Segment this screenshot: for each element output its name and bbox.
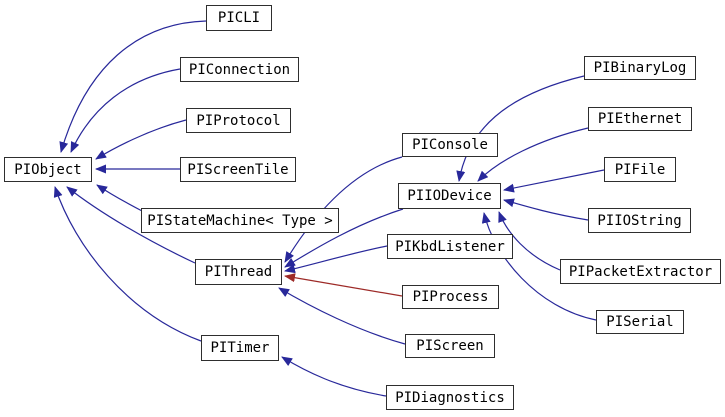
node-piscreentile[interactable]: PIScreenTile bbox=[180, 157, 296, 182]
edge-piiodevice-pithread bbox=[284, 208, 404, 268]
node-pikbdlistener[interactable]: PIKbdListener bbox=[387, 234, 513, 259]
node-piconnection[interactable]: PIConnection bbox=[180, 57, 299, 82]
edge-piiostring-piiodevice bbox=[503, 198, 589, 221]
edge-pitimer-piobject bbox=[53, 186, 202, 342]
edge-piserial-piiodevice bbox=[481, 212, 597, 321]
node-piiostring[interactable]: PIIOString bbox=[588, 208, 691, 233]
node-piethernet[interactable]: PIEthernet bbox=[588, 107, 692, 131]
edge-pistatemachine-piobject bbox=[96, 184, 145, 213]
node-pidiagnostics[interactable]: PIDiagnostics bbox=[386, 385, 514, 410]
node-pithread[interactable]: PIThread bbox=[195, 259, 282, 285]
node-picli[interactable]: PICLI bbox=[206, 5, 272, 31]
node-piserial[interactable]: PISerial bbox=[596, 310, 684, 334]
edge-picli-piobject bbox=[59, 20, 207, 153]
node-piiodevice[interactable]: PIIODevice bbox=[398, 183, 501, 209]
edge-pidiagnostics-pitimer bbox=[281, 356, 387, 397]
node-piprocess[interactable]: PIProcess bbox=[402, 285, 499, 309]
edge-pifile-piiodevice bbox=[503, 169, 605, 193]
edge-pipacketextractor-piiodevice bbox=[498, 211, 561, 271]
node-piprotocol[interactable]: PIProtocol bbox=[186, 108, 291, 133]
edge-piethernet-piiodevice bbox=[477, 127, 589, 182]
edge-piprotocol-piobject bbox=[95, 119, 187, 160]
edge-pithread-piobject bbox=[66, 186, 196, 264]
edge-piprocess-pithread bbox=[284, 273, 403, 297]
node-piobject[interactable]: PIObject bbox=[4, 157, 92, 182]
node-pitimer[interactable]: PITimer bbox=[201, 335, 279, 361]
node-pifile[interactable]: PIFile bbox=[604, 157, 676, 182]
node-pipacketextractor[interactable]: PIPacketExtractor bbox=[560, 259, 721, 284]
edge-pibinarylog-piiodevice bbox=[456, 75, 585, 182]
edge-piscreen-pithread bbox=[278, 287, 406, 345]
node-pistatemachine[interactable]: PIStateMachine< Type > bbox=[141, 208, 339, 233]
node-piscreen[interactable]: PIScreen bbox=[405, 334, 495, 358]
edge-piconnection-piobject bbox=[70, 68, 181, 153]
edge-piconsole-pithread bbox=[284, 156, 403, 263]
node-piconsole[interactable]: PIConsole bbox=[402, 133, 498, 157]
edge-pikbdlistener-pithread bbox=[284, 245, 388, 274]
node-pibinarylog[interactable]: PIBinaryLog bbox=[584, 56, 696, 80]
